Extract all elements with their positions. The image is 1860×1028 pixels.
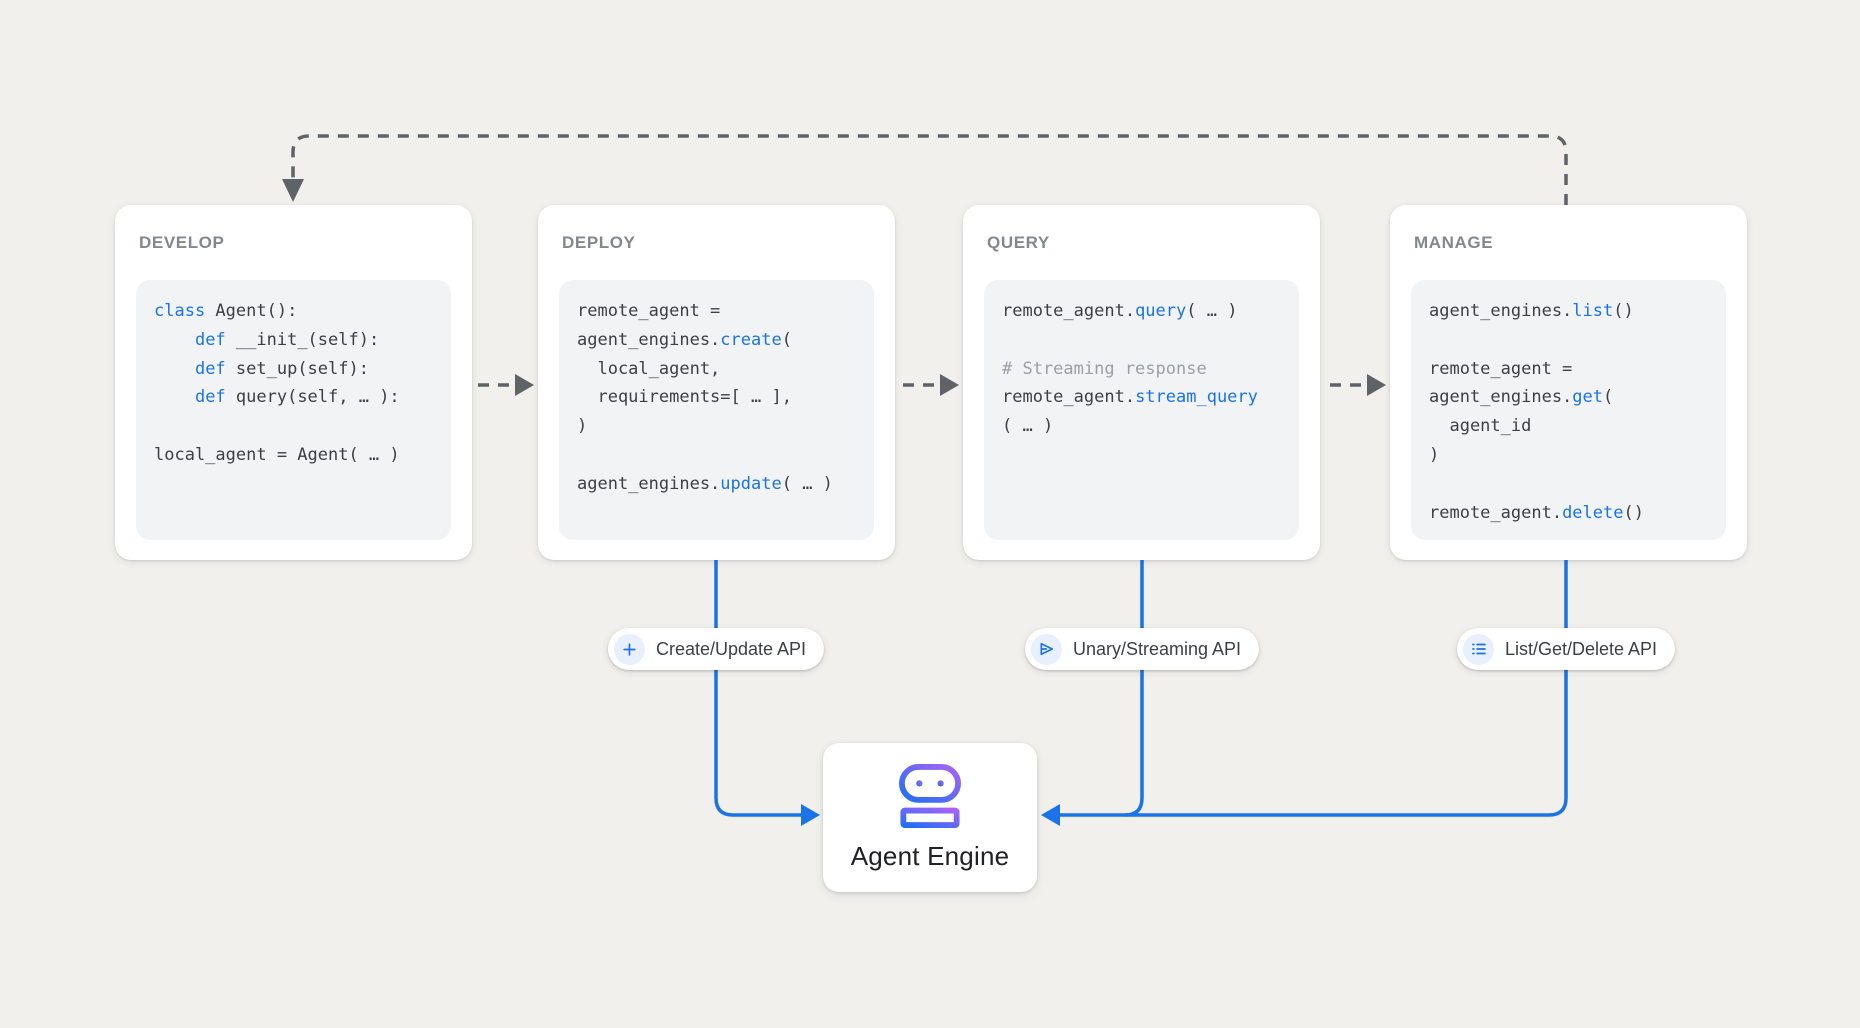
code-line: agent_engines.list()	[1429, 301, 1634, 321]
develop-to-deploy-arrowhead-icon	[515, 374, 534, 396]
code-line: local_agent,	[577, 358, 721, 379]
engine-label: Agent Engine	[850, 840, 1010, 871]
pill-unary-streaming-api: Unary/Streaming API	[1024, 628, 1260, 670]
agent-engine-node: Agent Engine	[823, 743, 1037, 892]
card-title-query: QUERY	[987, 233, 1050, 252]
loop-arrowhead-down-icon	[282, 179, 304, 202]
card-title-deploy: DEPLOY	[562, 233, 636, 252]
code-line: remote_agent.query( … )	[1002, 301, 1238, 321]
manage-to-develop-loop-line	[291, 134, 1568, 205]
card-manage: MANAGE agent_engines.list() remote_agent…	[1390, 205, 1747, 560]
code-line: def query(self, … ):	[194, 387, 400, 408]
card-query: QUERY remote_agent.query( … ) # Streamin…	[963, 205, 1320, 560]
code-line: )	[577, 416, 588, 437]
pill-label: Create/Update API	[655, 638, 807, 659]
code-line: requirements=[ … ],	[577, 387, 792, 408]
pill-list-get-delete-api: List/Get/Delete API	[1456, 628, 1676, 670]
code-line	[1002, 326, 1285, 355]
code-line: def __init_(self):	[194, 329, 380, 350]
code-line	[1429, 470, 1712, 499]
manage-to-engine-line	[1060, 560, 1568, 817]
send-icon	[1030, 633, 1062, 665]
code-line	[1429, 326, 1712, 355]
code-line: remote_agent =	[577, 301, 721, 321]
code-line: local_agent = Agent( … )	[154, 444, 400, 465]
card-title-manage: MANAGE	[1414, 233, 1494, 252]
query-to-engine-line	[1124, 560, 1144, 817]
code-block-query: remote_agent.query( … ) # Streaming resp…	[984, 280, 1299, 540]
robot-icon	[899, 763, 961, 828]
deploy-to-query-arrowhead-icon	[940, 374, 959, 396]
pill-label: Unary/Streaming API	[1072, 638, 1242, 659]
code-line: )	[1429, 444, 1440, 465]
code-line: class Agent():	[154, 301, 298, 321]
code-line: agent_engines.create(	[577, 329, 792, 350]
pill-create-update-api: Create/Update API	[607, 628, 825, 670]
code-line: agent_engines.get(	[1429, 387, 1614, 408]
code-line: ( … )	[1002, 416, 1054, 437]
deploy-to-engine-line	[714, 560, 801, 817]
deploy-to-engine-arrowhead-icon	[801, 804, 820, 826]
code-line: # Streaming response	[1002, 358, 1207, 379]
plus-icon	[613, 633, 645, 665]
code-block-develop: class Agent(): def __init_(self): def se…	[136, 280, 451, 540]
code-line: remote_agent.delete()	[1429, 502, 1644, 523]
card-title-develop: DEVELOP	[139, 233, 225, 252]
code-line	[577, 441, 860, 470]
code-block-deploy: remote_agent = agent_engines.create( loca…	[559, 280, 874, 540]
code-line	[154, 412, 437, 441]
code-block-manage: agent_engines.list() remote_agent = agent…	[1411, 280, 1726, 540]
code-line: remote_agent.stream_query	[1002, 387, 1258, 408]
code-line: agent_id	[1429, 416, 1532, 437]
code-line: remote_agent =	[1429, 358, 1573, 379]
pill-label: List/Get/Delete API	[1504, 638, 1658, 659]
card-develop: DEVELOP class Agent(): def __init_(self)…	[115, 205, 472, 560]
query-to-manage-arrowhead-icon	[1367, 374, 1386, 396]
engine-left-arrowhead-icon	[1041, 804, 1060, 826]
card-deploy: DEPLOY remote_agent = agent_engines.creat…	[538, 205, 895, 560]
list-icon	[1462, 633, 1494, 665]
code-line: def set_up(self):	[194, 358, 369, 379]
code-line: agent_engines.update( … )	[577, 473, 833, 494]
